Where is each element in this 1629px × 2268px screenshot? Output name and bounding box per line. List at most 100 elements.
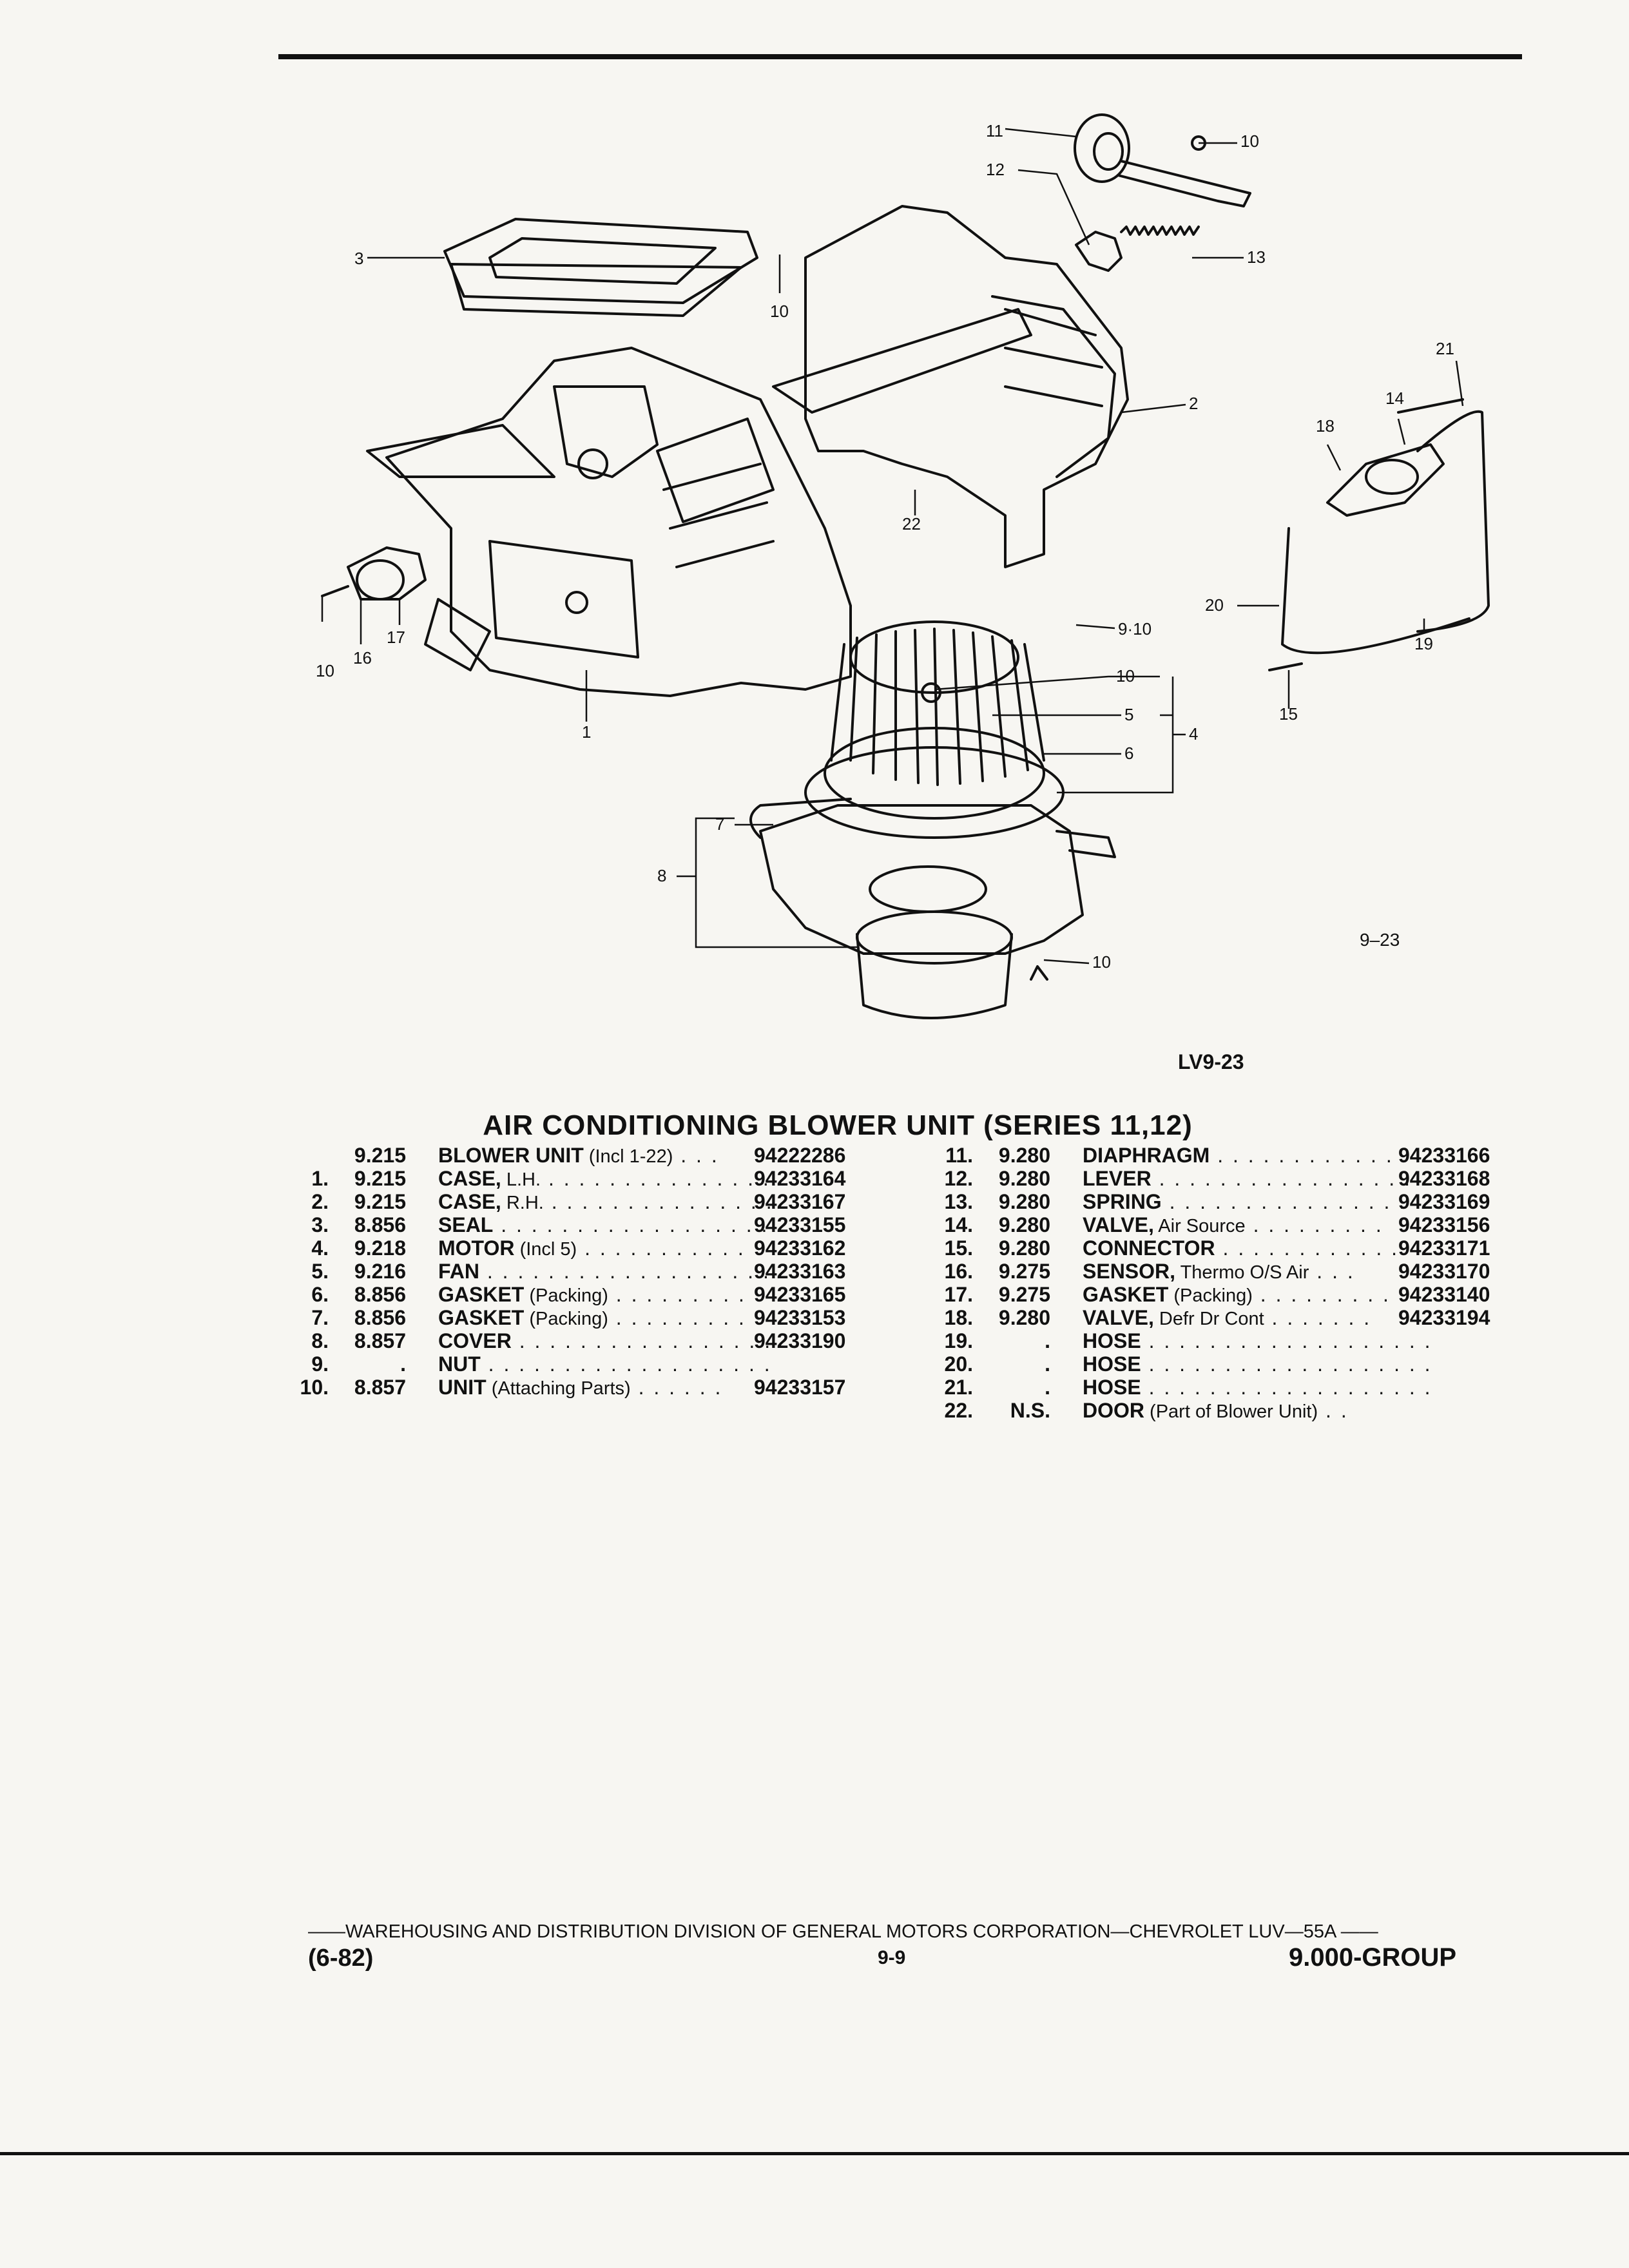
part-group-number: . [400, 1352, 406, 1376]
part-number: 94233170 [1398, 1260, 1490, 1283]
part-name-text: NUT [438, 1352, 481, 1376]
top-rule [278, 54, 1522, 59]
leader-dots: . . . . . . . . . [1245, 1213, 1383, 1236]
leader-11 [1005, 128, 1077, 138]
leader-dots: . . . . . . . . . . . . . . . . . . . [1141, 1329, 1432, 1352]
part-group-number: . [1045, 1376, 1050, 1399]
part-name-text: UNIT [438, 1376, 487, 1399]
part-item-number: 20. [944, 1352, 973, 1376]
part-detail: Air Source [1153, 1216, 1246, 1236]
part-item-number: 6. [311, 1283, 329, 1306]
leader-dots: . . . . . . . . . . . . . . . . . . . [480, 1352, 772, 1376]
leader-dots: . . . . . . . . . . . . . . . [541, 1167, 771, 1190]
part-name: CASE, L.H. . . . . . . . . . . . . . . . [438, 1167, 771, 1191]
part-item-number: 9. [311, 1352, 329, 1376]
footer-date: (6-82) [308, 1945, 374, 1972]
part-group-number: 8.856 [354, 1306, 406, 1329]
part-name-text: SEAL [438, 1213, 494, 1236]
motor-cover-part [749, 798, 1116, 1019]
part-name-text: VALVE, [1083, 1306, 1154, 1329]
part-number: 94233164 [754, 1167, 846, 1190]
callout-10-top: 10 [1240, 131, 1259, 151]
part-name-text: BLOWER UNIT [438, 1144, 584, 1167]
part-name-text: SENSOR, [1083, 1260, 1176, 1283]
part-item-number: 2. [311, 1190, 329, 1213]
part-name: HOSE . . . . . . . . . . . . . . . . . .… [1083, 1329, 1432, 1353]
parts-row: 8. 8.857 COVER . . . . . . . . . . . . . .… [284, 1329, 883, 1352]
leader-dots: . . . . . . . . . . . . [1215, 1236, 1400, 1260]
part-name-text: COVER [438, 1329, 512, 1352]
part-number: 94233156 [1398, 1213, 1490, 1236]
part-detail: R.H. [501, 1193, 544, 1213]
part-item-number: 10. [300, 1376, 329, 1399]
part-name: VALVE, Defr Dr Cont . . . . . . . [1083, 1306, 1371, 1330]
figure-number: 9–23 [1360, 930, 1400, 950]
parts-row: 9.. NUT . . . . . . . . . . . . . . . . .… [284, 1352, 883, 1376]
callout-7: 7 [715, 814, 724, 834]
part-name-text: GASKET [438, 1283, 525, 1306]
part-name: MOTOR (Incl 5) . . . . . . . . . . . [438, 1236, 746, 1260]
part-group-number: 8.856 [354, 1283, 406, 1306]
leader-dots: . . . . . . . . . . . . . . . [543, 1190, 774, 1213]
leader-dots: . . . . . . . . . . . . . . . . . [511, 1329, 773, 1352]
part-number: 94233169 [1398, 1190, 1490, 1213]
part-name: NUT . . . . . . . . . . . . . . . . . . … [438, 1352, 772, 1376]
part-name-text: LEVER [1083, 1167, 1152, 1190]
callout-2: 2 [1189, 394, 1198, 413]
leader-dots: . . . . . . . . . . . . . . . . . . . [479, 1260, 771, 1283]
parts-row: 19..HOSE . . . . . . . . . . . . . . . .… [928, 1329, 1527, 1352]
leader-dots: . . . . . . [630, 1376, 723, 1399]
callout-10-bottom: 10 [1092, 952, 1111, 972]
callout-11: 11 [986, 121, 1003, 140]
part-item-number: 7. [311, 1306, 329, 1329]
part-item-number: 22. [944, 1399, 973, 1422]
part-group-number: 9.215 [354, 1167, 406, 1190]
part-item-number: 8. [311, 1329, 329, 1352]
callout-4: 4 [1189, 724, 1198, 744]
part-group-number: 9.280 [998, 1213, 1050, 1236]
part-name-text: HOSE [1083, 1352, 1141, 1376]
part-detail: (Incl 5) [514, 1239, 577, 1260]
part-group-number: 9.275 [998, 1283, 1050, 1306]
callout-17: 17 [387, 628, 405, 647]
part-number: 94222286 [754, 1144, 846, 1167]
part-name: LEVER . . . . . . . . . . . . . . . . . [1083, 1167, 1412, 1191]
part-number: 94233166 [1398, 1144, 1490, 1167]
part-group-number: . [1045, 1352, 1050, 1376]
leader-dots: . . . [1309, 1260, 1355, 1283]
part-item-number: 15. [944, 1236, 973, 1260]
callout-labels: 11 10 12 13 3 10 21 2 14 18 22 20 9·10 1… [316, 121, 1454, 972]
callout-15: 15 [1279, 704, 1298, 724]
leader-10-fan [934, 675, 1160, 691]
part-group-number: 9.280 [998, 1144, 1050, 1167]
callout-10-fan: 10 [1116, 666, 1135, 686]
part-group-number: N.S. [1010, 1399, 1050, 1422]
part-item-number: 18. [944, 1306, 973, 1329]
leader-dots: . . . . . . . . . . . . . . . . [1161, 1190, 1407, 1213]
bottom-rule [0, 2152, 1629, 2155]
part-detail: (Packing) [1168, 1285, 1253, 1306]
section-title: AIR CONDITIONING BLOWER UNIT (SERIES 11,… [483, 1110, 1193, 1141]
parts-row: 22. N.S. DOOR (Part of Blower Unit) . . [928, 1399, 1527, 1422]
leader-dots: . . . . . . . . . . . . . . . . . . . [1141, 1376, 1432, 1399]
part-group-number: 9.215 [354, 1190, 406, 1213]
part-name: DIAPHRAGM . . . . . . . . . . . . . [1083, 1144, 1409, 1168]
lever-part [1075, 231, 1123, 272]
spring-part [1120, 226, 1200, 236]
part-name-text: GASKET [438, 1306, 525, 1329]
part-name: DOOR (Part of Blower Unit) . . [1083, 1399, 1349, 1423]
part-name-text: CASE, [438, 1190, 501, 1213]
part-group-number: 8.857 [354, 1329, 406, 1352]
footer-publisher: ——WAREHOUSING AND DISTRIBUTION DIVISION … [308, 1921, 1378, 1942]
part-item-number: 17. [944, 1283, 973, 1306]
leader-9-10 [1075, 624, 1115, 629]
leader-14 [1397, 418, 1406, 445]
part-item-number: 4. [311, 1236, 329, 1260]
